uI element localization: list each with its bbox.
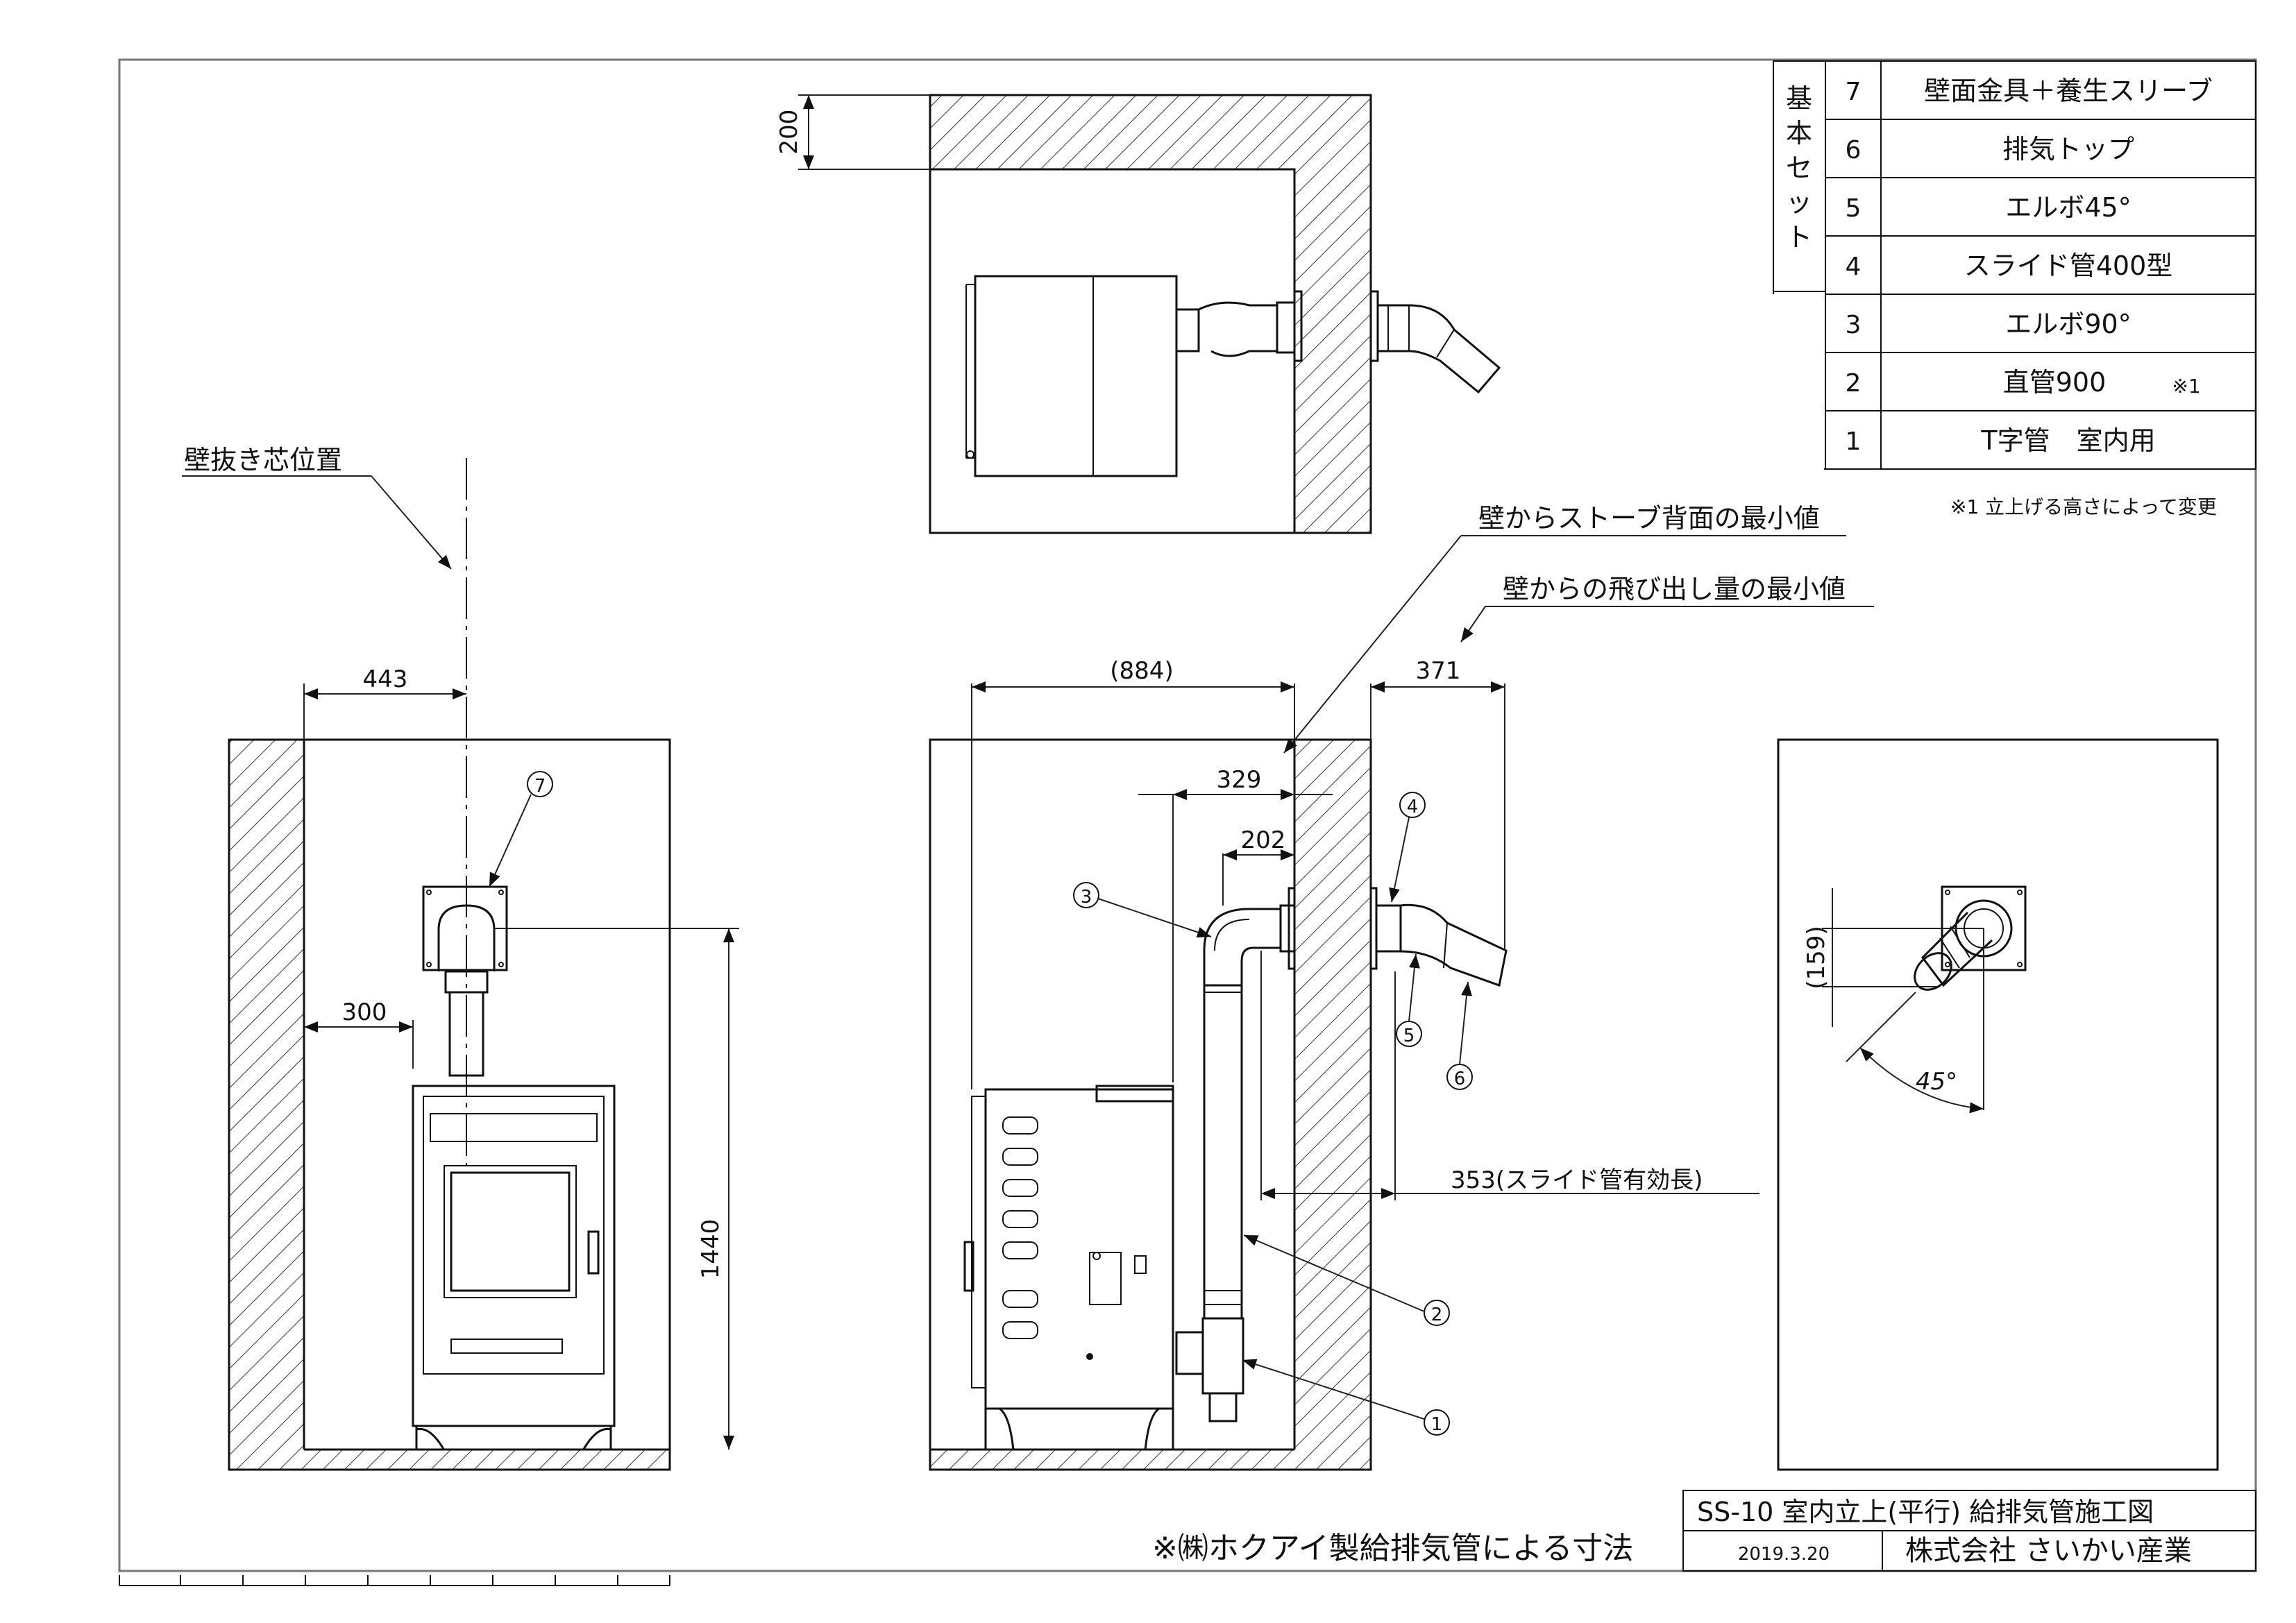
- callout-7-circle: [527, 771, 553, 797]
- dim-884: (884): [1110, 657, 1173, 685]
- row-name-5: エルボ45°: [2005, 192, 2131, 223]
- drawing-title: SS-10 室内立上(平行) 給排気管施工図: [1697, 1497, 2154, 1527]
- dim-1440: 1440: [697, 1219, 725, 1280]
- dim-353: 353(スライド管有効長): [1451, 1166, 1703, 1194]
- vent-slots: [1002, 1116, 1038, 1339]
- table-footnote: ※1 立上げる高さによって変更: [1950, 495, 2217, 518]
- label-wall-center: 壁抜き芯位置: [184, 445, 342, 475]
- group-label-4: ト: [1786, 222, 1812, 253]
- row-name-1: T字管 室内用: [1980, 425, 2155, 456]
- row-no-6: 6: [1846, 136, 1862, 164]
- row-no-2: 2: [1846, 369, 1862, 398]
- maker-note: ※㈱ホクアイ製給排気管による寸法: [1152, 1531, 1633, 1566]
- dim-202: 202: [1241, 826, 1286, 854]
- dim-443: 443: [363, 665, 408, 693]
- callout-5: 5: [1403, 1026, 1415, 1046]
- sheet-border: [118, 58, 2257, 1572]
- top-view: 200: [775, 94, 1501, 534]
- label-min-protrusion: 壁からの飛び出し量の最小値: [1503, 574, 1846, 604]
- group-label-0: 基: [1786, 83, 1812, 114]
- callout-3: 3: [1081, 887, 1092, 908]
- callout-1: 1: [1431, 1414, 1443, 1435]
- row-no-3: 3: [1846, 311, 1862, 339]
- front-view: 443 300 1440 壁抜き芯位置 7: [182, 445, 739, 1471]
- callout-4: 4: [1407, 797, 1419, 817]
- row-name-6: 排気トップ: [2002, 134, 2134, 164]
- row-note-2: ※1: [2172, 375, 2200, 398]
- callout-2: 2: [1431, 1305, 1443, 1325]
- company-name: 株式会社 さいかい産業: [1905, 1535, 2192, 1567]
- row-name-4: スライド管400型: [1964, 250, 2173, 281]
- dim-159: (159): [1803, 926, 1830, 989]
- row-no-5: 5: [1846, 194, 1862, 223]
- callout-6: 6: [1454, 1069, 1466, 1089]
- group-label-1: 本: [1786, 118, 1812, 148]
- exterior-view: (159) 45°: [1777, 738, 2219, 1471]
- dim-329: 329: [1217, 766, 1262, 794]
- title-block: SS-10 室内立上(平行) 給排気管施工図 2019.3.20 株式会社 さい…: [1152, 1490, 2256, 1572]
- parts-table: 基 本 セ ッ ト 7 壁面金具＋養生スリーブ 6 排気トップ 5 エルボ45°…: [1771, 60, 2256, 518]
- row-no-4: 4: [1846, 253, 1862, 281]
- group-label-3: ッ: [1786, 187, 1812, 218]
- dim-371: 371: [1416, 657, 1461, 685]
- drawing-date: 2019.3.20: [1738, 1544, 1830, 1565]
- callout-7: 7: [534, 776, 546, 797]
- dim-45: 45°: [1916, 1068, 1957, 1096]
- dim-300: 300: [342, 999, 387, 1026]
- row-no-1: 1: [1846, 427, 1862, 456]
- side-view: (884) 371 329 202 353(スライド管有効長) 壁からストーブ背…: [929, 503, 1874, 1471]
- row-no-7: 7: [1846, 78, 1862, 106]
- scale-ticks: [119, 1575, 670, 1586]
- label-min-back: 壁からストーブ背面の最小値: [1478, 503, 1820, 534]
- row-name-3: エルボ90°: [2005, 309, 2131, 339]
- dim-200: 200: [775, 110, 803, 155]
- group-label-2: セ: [1786, 153, 1812, 183]
- row-name-2: 直管900: [2003, 367, 2107, 398]
- row-name-7: 壁面金具＋養生スリーブ: [1924, 76, 2213, 106]
